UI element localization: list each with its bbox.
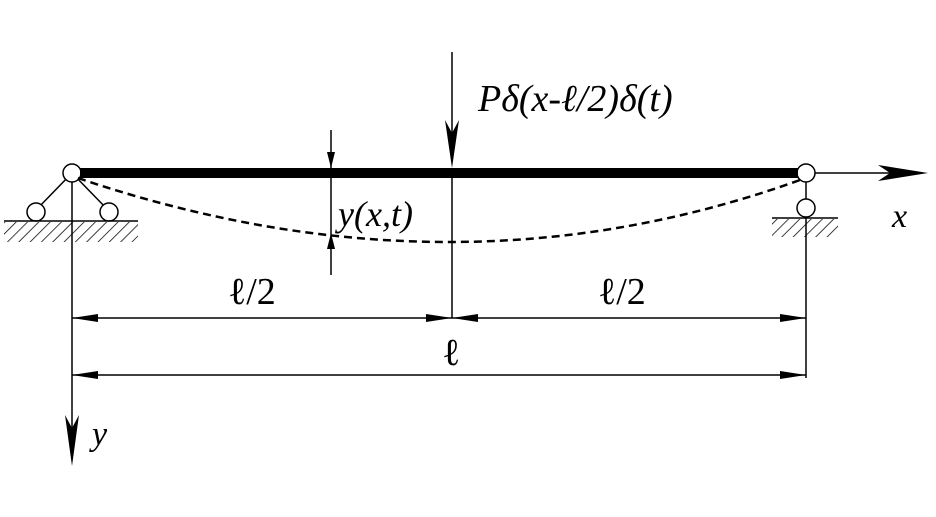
deflection-dimension	[327, 130, 335, 275]
beam	[80, 168, 798, 178]
right-half-span-label: ℓ/2	[598, 271, 646, 313]
x-axis-label: x	[892, 198, 908, 235]
deflection-label: y(x,t)	[338, 194, 413, 234]
left-pin-support	[4, 163, 138, 242]
deflection-curve	[77, 176, 801, 244]
right-ground-hatch	[772, 219, 838, 237]
load-label: Pδ(x-ℓ/2)δ(t)	[478, 78, 673, 120]
x-axis-arrow	[815, 165, 928, 181]
span-dimension-line	[72, 371, 806, 379]
point-load-arrow	[445, 52, 459, 168]
left-half-span-label: ℓ/2	[228, 271, 276, 313]
y-axis-label: y	[92, 416, 108, 453]
span-label: ℓ	[442, 332, 461, 374]
y-axis-arrow	[65, 182, 79, 466]
right-roller-support	[772, 163, 838, 237]
left-ground-hatch	[4, 222, 138, 242]
half-span-dimension-line	[72, 314, 806, 322]
